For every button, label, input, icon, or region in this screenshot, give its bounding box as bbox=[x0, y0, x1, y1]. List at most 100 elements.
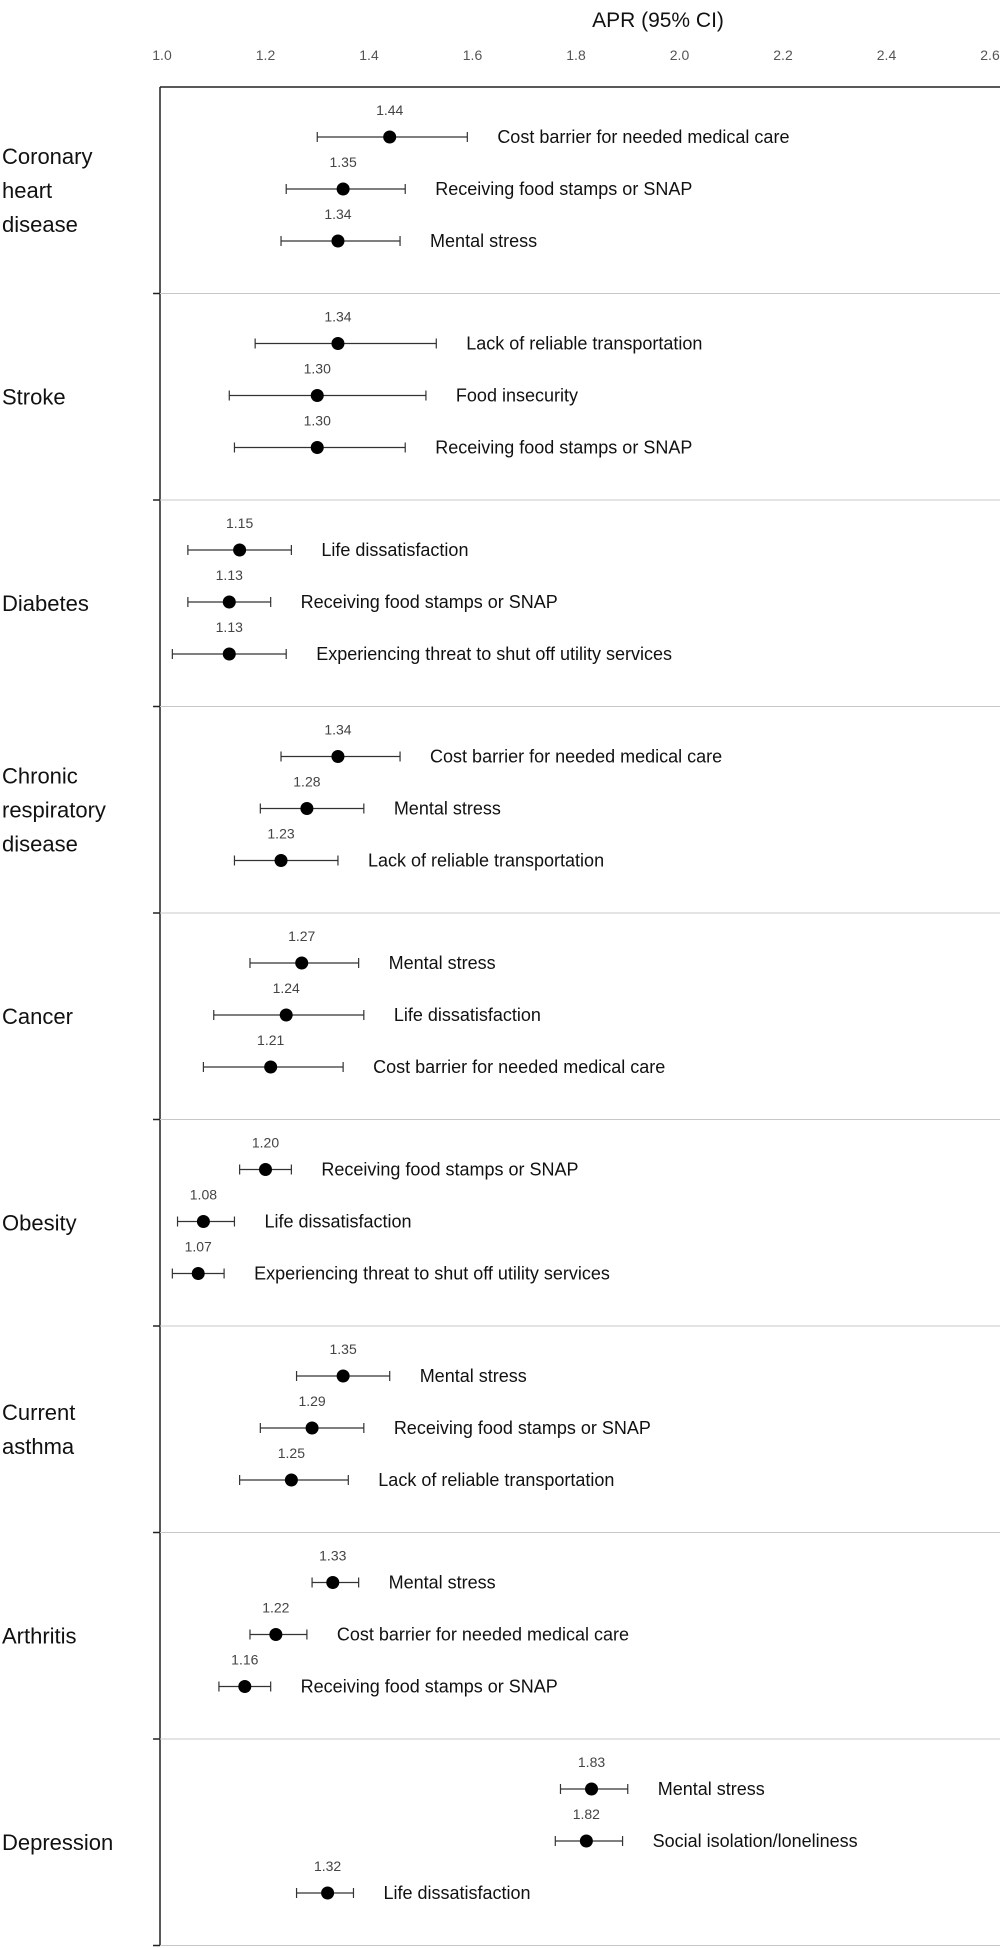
point-estimate bbox=[331, 234, 345, 248]
value-label: 1.30 bbox=[304, 361, 331, 377]
point-estimate bbox=[269, 1628, 283, 1641]
x-tick-label: 2.6 bbox=[980, 47, 1000, 63]
point-estimate bbox=[305, 1421, 319, 1435]
row-label: Lack of reliable transportation bbox=[368, 851, 604, 871]
group-label: disease bbox=[2, 212, 78, 237]
x-tick-label: 2.0 bbox=[670, 47, 690, 63]
row-label: Social isolation/loneliness bbox=[653, 1831, 858, 1851]
point-estimate bbox=[238, 1680, 252, 1693]
point-estimate bbox=[331, 337, 345, 350]
value-label: 1.34 bbox=[324, 309, 351, 325]
row-label: Mental stress bbox=[420, 1366, 527, 1386]
point-estimate bbox=[310, 441, 324, 454]
value-label: 1.07 bbox=[185, 1239, 212, 1255]
value-label: 1.28 bbox=[293, 774, 320, 790]
point-estimate bbox=[585, 1782, 599, 1796]
value-label: 1.23 bbox=[267, 826, 294, 842]
x-tick-label: 1.4 bbox=[359, 47, 379, 63]
row-label: Cost barrier for needed medical care bbox=[430, 747, 722, 767]
point-estimate bbox=[295, 956, 309, 970]
value-label: 1.22 bbox=[262, 1600, 289, 1616]
group-label: Current bbox=[2, 1400, 75, 1425]
value-label: 1.27 bbox=[288, 928, 315, 944]
value-label: 1.33 bbox=[319, 1548, 346, 1564]
value-label: 1.35 bbox=[330, 1341, 357, 1357]
value-label: 1.32 bbox=[314, 1858, 341, 1874]
group-label: Depression bbox=[2, 1830, 113, 1855]
point-estimate bbox=[222, 595, 236, 609]
value-label: 1.13 bbox=[216, 567, 243, 583]
row-label: Life dissatisfaction bbox=[321, 540, 468, 560]
value-label: 1.35 bbox=[330, 154, 357, 170]
row-label: Life dissatisfaction bbox=[264, 1212, 411, 1232]
group-label: Stroke bbox=[2, 385, 66, 410]
point-estimate bbox=[331, 750, 345, 763]
value-label: 1.21 bbox=[257, 1032, 284, 1048]
value-label: 1.83 bbox=[578, 1754, 605, 1770]
point-estimate bbox=[196, 1215, 210, 1228]
value-label: 1.24 bbox=[273, 980, 300, 996]
x-tick-label: 1.2 bbox=[256, 47, 276, 63]
value-label: 1.29 bbox=[298, 1393, 325, 1409]
row-label: Receiving food stamps or SNAP bbox=[435, 179, 692, 199]
value-label: 1.34 bbox=[324, 206, 351, 222]
point-estimate bbox=[284, 1473, 298, 1487]
row-label: Lack of reliable transportation bbox=[466, 334, 702, 354]
point-estimate bbox=[326, 1576, 340, 1589]
row-label: Experiencing threat to shut off utility … bbox=[316, 644, 672, 664]
value-label: 1.20 bbox=[252, 1135, 279, 1151]
group-label: respiratory bbox=[2, 798, 106, 823]
row-label: Cost barrier for needed medical care bbox=[373, 1057, 665, 1077]
value-label: 1.13 bbox=[216, 619, 243, 635]
group-label: Arthritis bbox=[2, 1624, 77, 1649]
point-estimate bbox=[233, 543, 247, 557]
row-label: Life dissatisfaction bbox=[394, 1005, 541, 1025]
point-estimate bbox=[274, 854, 288, 867]
x-axis-title: APR (95% CI) bbox=[592, 9, 724, 32]
point-estimate bbox=[279, 1008, 293, 1022]
value-label: 1.44 bbox=[376, 102, 403, 118]
row-label: Lack of reliable transportation bbox=[378, 1470, 614, 1490]
row-label: Mental stress bbox=[658, 1779, 765, 1799]
group-label: Cancer bbox=[2, 1004, 73, 1029]
x-tick-label: 1.6 bbox=[463, 47, 483, 63]
x-tick-label: 1.0 bbox=[152, 47, 172, 63]
row-label: Life dissatisfaction bbox=[383, 1883, 530, 1903]
group-label: Diabetes bbox=[2, 591, 89, 616]
row-label: Receiving food stamps or SNAP bbox=[394, 1418, 651, 1438]
group-label: heart bbox=[2, 178, 52, 203]
x-tick-label: 2.4 bbox=[877, 47, 897, 63]
row-label: Cost barrier for needed medical care bbox=[497, 127, 789, 147]
row-label: Receiving food stamps or SNAP bbox=[435, 438, 692, 458]
